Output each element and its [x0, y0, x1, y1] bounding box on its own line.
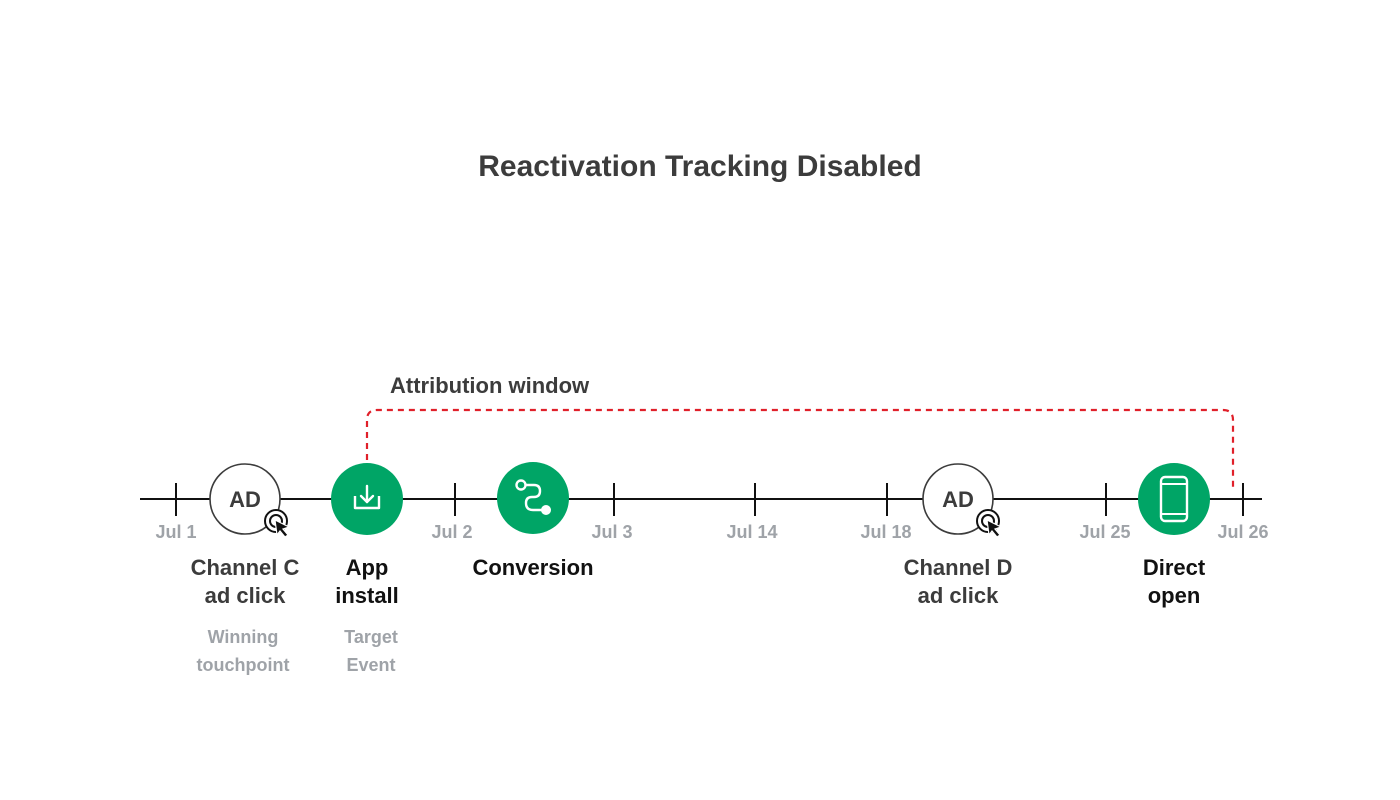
event-channel-c-ad-click: AD Channel C ad click Winning touchpoint	[191, 463, 300, 675]
download-icon	[331, 463, 403, 535]
diagram-title: Reactivation Tracking Disabled	[478, 150, 921, 183]
click-cursor-icon	[264, 509, 291, 538]
tick-label: Jul 26	[1217, 522, 1268, 542]
event-label: ad click	[205, 583, 286, 608]
event-conversion: Conversion	[472, 462, 594, 580]
event-label: Channel D	[904, 555, 1013, 580]
event-sub-label: touchpoint	[197, 655, 290, 675]
event-label: Channel C	[191, 555, 300, 580]
tick-label: Jul 14	[726, 522, 777, 542]
tick-label: Jul 1	[155, 522, 196, 542]
event-label: ad click	[918, 583, 999, 608]
tick-label: Jul 3	[591, 522, 632, 542]
event-channel-d-ad-click: AD Channel D ad click	[904, 463, 1013, 608]
ad-icon: AD	[922, 463, 994, 535]
event-app-install: App install Target Event	[331, 463, 403, 675]
event-sub-label: Winning	[208, 627, 279, 647]
event-label: Direct	[1143, 555, 1206, 580]
ad-badge-text: AD	[942, 487, 974, 512]
click-cursor-icon	[976, 509, 1003, 538]
attribution-window-bracket	[365, 408, 1235, 488]
event-label: Conversion	[472, 555, 593, 580]
smartphone-icon	[1138, 463, 1210, 535]
attribution-window-label: Attribution window	[390, 373, 590, 398]
event-direct-open: Direct open	[1138, 463, 1210, 608]
ad-icon: AD	[209, 463, 281, 535]
event-label: open	[1148, 583, 1201, 608]
tick-marks	[175, 483, 1244, 516]
ad-badge-text: AD	[229, 487, 261, 512]
event-label: App	[346, 555, 389, 580]
tick-label: Jul 25	[1079, 522, 1130, 542]
conversion-path-icon	[497, 462, 569, 534]
event-label: install	[335, 583, 399, 608]
tick-labels: Jul 1 Jul 2 Jul 3 Jul 14 Jul 18 Jul 25 J…	[155, 522, 1268, 542]
event-sub-label: Target	[344, 627, 398, 647]
event-sub-label: Event	[346, 655, 395, 675]
tick-label: Jul 2	[431, 522, 472, 542]
tick-label: Jul 18	[860, 522, 911, 542]
